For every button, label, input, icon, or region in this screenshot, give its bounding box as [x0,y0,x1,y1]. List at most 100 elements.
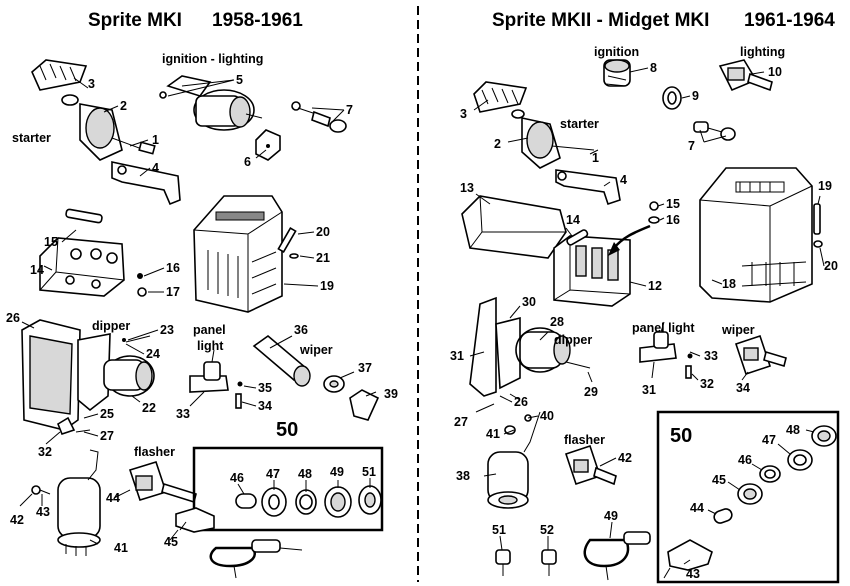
callout-49-mk1: 51 [362,465,376,479]
callout-27-mk1: 32 [38,445,52,459]
bulb-holder-53 [541,549,557,576]
callout-47-mk2: 46 [738,453,752,467]
flasher-unit-mk2 [487,411,541,509]
callout-53-mk2: 52 [540,523,554,537]
callout-7-mk2: 7 [688,139,695,153]
left-title-model: Sprite MKI [88,10,182,31]
flasher-unit-mk1 [31,449,101,556]
callout-32-mk2: 31 [642,383,656,397]
callout-8-mk2: 8 [650,61,657,75]
label-lighting-mk2: lighting [740,45,785,59]
callout-15-mk2: 15 [666,197,680,211]
ignition-lighting-switch-mk1 [159,75,281,161]
left-title: Sprite MKI 1958-1961 [88,10,303,31]
group-50-number-right: 50 [670,425,692,447]
callout-20-mk1: 21 [316,251,330,265]
callout-16-mk2: 16 [666,213,680,227]
callout-26-mk1: 27 [100,429,114,443]
label-ignition-lighting-mk1: ignition - lighting [162,52,263,66]
callout-22-mk1: 23 [160,323,174,337]
callout-30-mk2: 30 [522,295,536,309]
callout-11-mk1: 14 [30,263,44,277]
callout-17-mk1: 19 [320,279,334,293]
callout-40-mk2: 38 [456,469,470,483]
callout-51-mk2: 49 [604,509,618,523]
panel-light-switch-mk1 [189,349,243,409]
callout-3-mk1: 3 [88,77,95,91]
callout-27-mk2: 27 [454,415,468,429]
panel-light-switch-mk2 [639,321,693,379]
callout-45-mk2: 44 [690,501,704,515]
label-ignition-mk2: ignition [594,45,639,59]
right-labels: ignition lighting starter dipper panel l… [554,45,785,447]
callout-23-mk1: 24 [146,347,160,361]
callout-19-mk1: 20 [316,225,330,239]
flasher-switch-mk2 [564,444,617,486]
callout-31-mk2: 31 [450,349,464,363]
callout-39-mk1: 41 [114,541,128,555]
fuse-block-mk2 [553,224,651,307]
group-50-box-right [656,410,840,584]
starter-bracket-mk1 [111,161,181,206]
callout-26-mk2: 26 [514,395,528,409]
callout-18-mk2: 18 [722,277,736,291]
starter-switch-mk2 [473,81,595,169]
key-set-mk2 [693,121,736,141]
callout-49-mk2: 48 [786,423,800,437]
ignition-switch-mk2 [603,59,682,110]
right-leader-lines [469,67,825,565]
callout-29-mk2: 29 [584,385,598,399]
callout-44-mk1: 45 [164,535,178,549]
wiper-switch-mk2 [734,334,787,376]
right-title: Sprite MKII - Midget MKI 1961-1964 [492,10,835,31]
group-50-box-left [169,446,384,541]
callout-48-mk2: 47 [762,433,776,447]
callout-5-mk1: 5 [236,73,243,87]
callout-34-mk2: 33 [704,349,718,363]
callout-16-mk1: 17 [166,285,180,299]
right-callouts: 8 9 10 3 2 1 4 7 13 14 15 16 12 18 19 20… [450,61,838,581]
label-dipper-mk1: dipper [92,319,130,333]
callout-36-mk1: 37 [358,361,372,375]
dipper-switch-mk2 [469,296,591,401]
callout-41-mk1: 42 [10,513,24,527]
callout-42-mk2: 41 [486,427,500,441]
callout-45-mk1: 46 [230,471,244,485]
callout-28-mk2: 28 [550,315,564,329]
bulb-holder-52 [495,549,511,576]
group-50-number-left: 50 [276,419,298,441]
lighting-switch-mk2 [718,59,773,92]
voltage-regulator-mk1 [193,195,299,313]
label-flasher-mk2: flasher [564,433,605,447]
callout-7-mk1: 7 [346,103,353,117]
right-title-years: 1961-1964 [744,10,835,31]
callout-3-mk2: 3 [460,107,467,121]
callout-4-mk1: 4 [152,161,159,175]
callout-1-mk2: 1 [592,151,599,165]
callout-4-mk2: 4 [620,173,627,187]
warning-lamp-lead-mk2 [583,531,651,581]
label-starter-mk1: starter [12,131,51,145]
callout-9-mk2: 9 [692,89,699,103]
left-callouts: 5 7 1 2 3 4 6 15 14 16 17 20 21 19 23 24… [6,73,398,555]
callout-21-mk1: 22 [142,401,156,415]
callout-38-mk2: 34 [736,381,750,395]
callout-46-mk2: 45 [712,473,726,487]
fusebox-cover-mk2 [461,195,567,259]
callout-12-mk2: 12 [648,279,662,293]
label-flasher-mk1: flasher [134,445,175,459]
callout-14-mk2: 14 [566,213,580,227]
left-labels: ignition - lighting starter dipper panel… [12,52,333,459]
callout-42-mk1: 43 [36,505,50,519]
label-dipper-mk2: dipper [554,333,592,347]
left-leader-lines [19,77,377,551]
callout-14-mk1: 15 [44,235,58,249]
callout-15-mk1: 16 [166,261,180,275]
callout-48-mk1: 49 [330,465,344,479]
label-panel-light-mk2: panel light [632,321,695,335]
label-wiper-mk2: wiper [721,323,755,337]
wiper-switch-mk1 [252,334,380,421]
fuse-box-mk1 [39,208,147,297]
callout-41-mk2: 40 [540,409,554,423]
